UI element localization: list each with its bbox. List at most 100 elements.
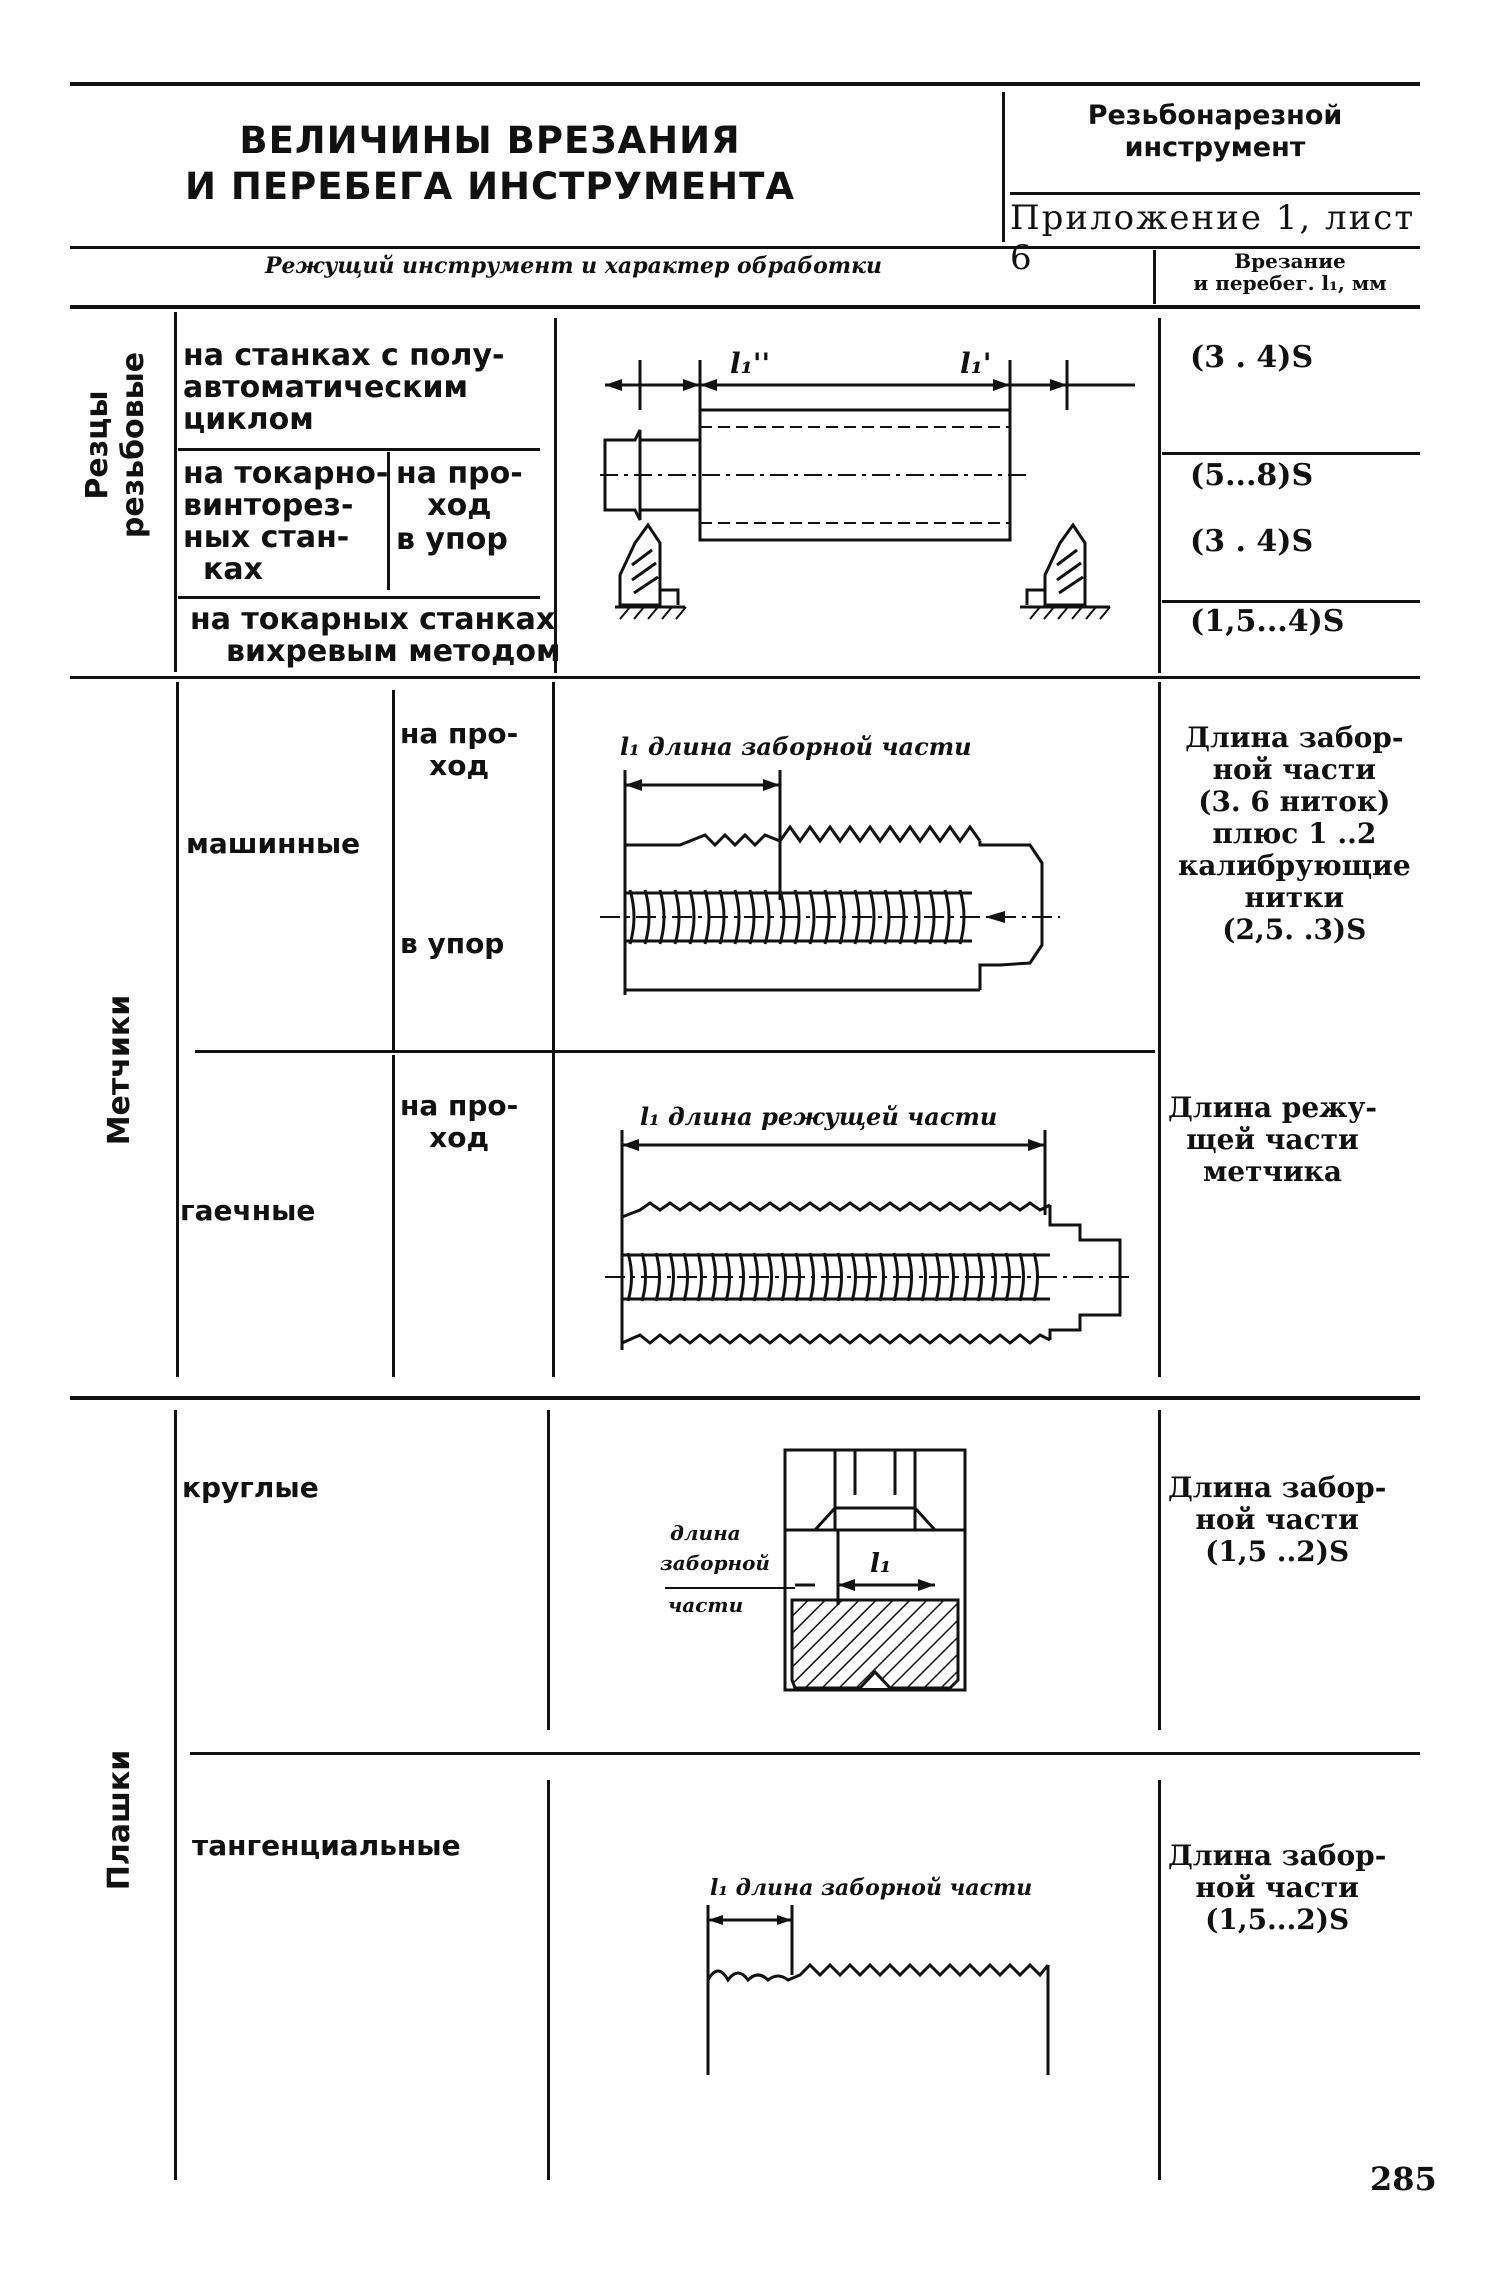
tangential-die-diagram: l₁ длина заборной части	[706, 1875, 1050, 2075]
nut-desc-line-1: Длина режу-	[1168, 1091, 1378, 1124]
machine-desc-line-5: калибрующие	[1178, 849, 1411, 882]
cutters-row1-rule	[178, 448, 540, 451]
thread-cutter-diagram: l₁'' l₁'	[600, 347, 1135, 620]
taps-bottom-rule	[70, 1396, 1420, 1400]
title-line-2: И ПЕРЕБЕГА ИНСТРУМЕНТА	[185, 165, 795, 208]
cutters-diagram-divider-right	[1158, 318, 1161, 673]
cutters-row2-label: на токарно- винторез- ных стан- ках	[183, 458, 388, 586]
cutters-group-label: Резцы резьбовые	[80, 340, 160, 550]
dies-group-divider	[174, 1410, 177, 2180]
cutters-value-rule-1	[1162, 452, 1420, 455]
label-l1-double-prime: l₁''	[730, 347, 770, 380]
dies-tangential-label: тангенциальные	[192, 1829, 461, 1862]
column-value-line-2: и перебег. l₁, мм	[1193, 271, 1387, 295]
round-die-l1: l₁	[870, 1549, 891, 1579]
cutters-pass-label: на про- ход	[396, 458, 523, 522]
nut-tap-diagram-label: l₁ длина режущей части	[640, 1102, 997, 1131]
row3-line-2: вихревым методом	[226, 634, 561, 669]
round-die-description: Длина забор- ной части (1,5 ..2)S	[1168, 1472, 1386, 1568]
cutters-row2-rule	[178, 596, 540, 599]
round-die-label-3: части	[668, 1593, 743, 1617]
cutters-group-line-2: резьбовые	[116, 351, 151, 539]
category-line-2: инструмент	[1124, 132, 1306, 163]
column-header-value: Врезание и перебег. l₁, мм	[1160, 250, 1420, 294]
row1-line-1: на станках с полу-	[183, 338, 505, 373]
cutters-group-divider	[174, 312, 177, 672]
nut-desc-line-2: щей части	[1186, 1123, 1359, 1156]
round-desc-line-3: (1,5 ..2)S	[1205, 1535, 1350, 1568]
taps-pass-line-1: на про-	[400, 717, 519, 750]
title-line-1: ВЕЛИЧИНЫ ВРЕЗАНИЯ	[239, 119, 741, 162]
row1-line-2: автоматическим	[183, 370, 469, 405]
cutters-bottom-rule	[70, 676, 1420, 679]
dies-tang-divider-left	[547, 1780, 550, 2180]
cutters-row3-label: на токарных станках вихревым методом	[190, 604, 560, 668]
taps-pass-line-2: ход	[429, 749, 490, 782]
cutters-diagram-divider-left	[554, 318, 557, 673]
row1-line-3: циклом	[183, 402, 314, 437]
taps-nut-pass-label: на про- ход	[400, 1090, 518, 1154]
dies-group-label: Плашки	[102, 1749, 137, 1891]
cutters-stop-label: в упор	[396, 522, 508, 557]
dies-middle-rule	[190, 1752, 1420, 1755]
taps-group-divider	[176, 682, 179, 1377]
dies-diagram-divider-right	[1158, 1410, 1161, 1730]
machine-desc-line-2: ной части	[1212, 753, 1377, 786]
machine-desc-line-4: плюс 1 ..2	[1212, 817, 1377, 850]
dies-round-label: круглые	[182, 1471, 319, 1504]
machine-desc-line-3: (3. 6 ниток)	[1198, 785, 1391, 818]
cutters-pass-line-1: на про-	[396, 456, 523, 491]
category-line-1: Резьбонарезной	[1087, 100, 1343, 131]
tangential-die-label: l₁ длина заборной части	[710, 1875, 1032, 1901]
nut-desc-line-3: метчика	[1202, 1155, 1343, 1188]
tang-desc-line-1: Длина забор-	[1168, 1839, 1387, 1872]
column-header-divider	[1153, 250, 1156, 304]
tangential-die-description: Длина забор- ной части (1,5...2)S	[1168, 1840, 1386, 1936]
cutters-pass-line-2: ход	[427, 488, 492, 523]
cutters-value-1: (3 . 4)S	[1190, 340, 1314, 375]
appendix-label: Приложение 1, лист 6	[1010, 198, 1416, 278]
machine-tap-description: Длина забор- ной части (3. 6 ниток) плюс…	[1178, 722, 1411, 946]
taps-nut-pass-line-1: на про-	[400, 1089, 519, 1122]
taps-diagram-divider-left	[552, 682, 555, 1377]
round-desc-line-2: ной части	[1195, 1503, 1359, 1536]
header-bottom-rule	[70, 246, 1420, 249]
cutters-group-line-1: Резцы	[80, 390, 115, 500]
taps-machine-label: машинные	[186, 827, 361, 860]
category-label: Резьбонарезной инструмент	[1010, 100, 1420, 164]
taps-nut-subdivider	[392, 1055, 395, 1377]
taps-diagram-divider-right	[1158, 682, 1161, 1377]
cutters-row1-label: на станках с полу- автоматическим циклом	[183, 340, 505, 436]
header-divider	[1002, 92, 1005, 242]
column-value-line-1: Врезание	[1234, 249, 1346, 273]
cutters-value-rule-2	[1162, 600, 1420, 603]
column-header-rule	[70, 305, 1420, 309]
round-die-label-2: заборной	[660, 1551, 770, 1575]
taps-nut-pass-line-2: ход	[429, 1121, 490, 1154]
dies-diagram-divider-left	[547, 1410, 550, 1730]
row2-line-2: винторез-	[183, 488, 354, 523]
taps-nut-label: гаечные	[180, 1194, 316, 1227]
round-die-diagram: l₁ длина заборной части	[660, 1448, 967, 1692]
nut-tap-description: Длина режу- щей части метчика	[1168, 1092, 1377, 1188]
cutters-value-2: (5...8)S	[1190, 458, 1314, 493]
taps-group-label: Метчики	[102, 994, 137, 1146]
nut-tap-diagram: l₁ длина режущей части	[605, 1102, 1135, 1350]
cutters-value-3: (3 . 4)S	[1190, 524, 1314, 559]
taps-middle-rule	[195, 1050, 1155, 1053]
taps-pass-label: на про- ход	[400, 718, 518, 782]
dies-tang-divider-right	[1158, 1780, 1161, 2180]
document-title: ВЕЛИЧИНЫ ВРЕЗАНИЯ И ПЕРЕБЕГА ИНСТРУМЕНТА	[130, 118, 850, 210]
machine-tap-diagram-label: l₁ длина заборной части	[620, 732, 972, 761]
machine-desc-line-6: нитки	[1244, 881, 1345, 914]
round-desc-line-1: Длина забор-	[1168, 1471, 1387, 1504]
top-rule	[70, 82, 1420, 86]
machine-tap-diagram: l₁ длина заборной части	[600, 732, 1060, 995]
tang-desc-line-3: (1,5...2)S	[1205, 1903, 1350, 1936]
row2-line-3: ных стан-	[183, 520, 350, 555]
row2-line-4: ках	[203, 552, 263, 587]
column-header-tool: Режущий инструмент и характер обработки	[265, 253, 882, 279]
round-die-label-1: длина	[670, 1521, 741, 1545]
machine-desc-line-1: Длина забор-	[1185, 721, 1404, 754]
tang-desc-line-2: ной части	[1195, 1871, 1359, 1904]
